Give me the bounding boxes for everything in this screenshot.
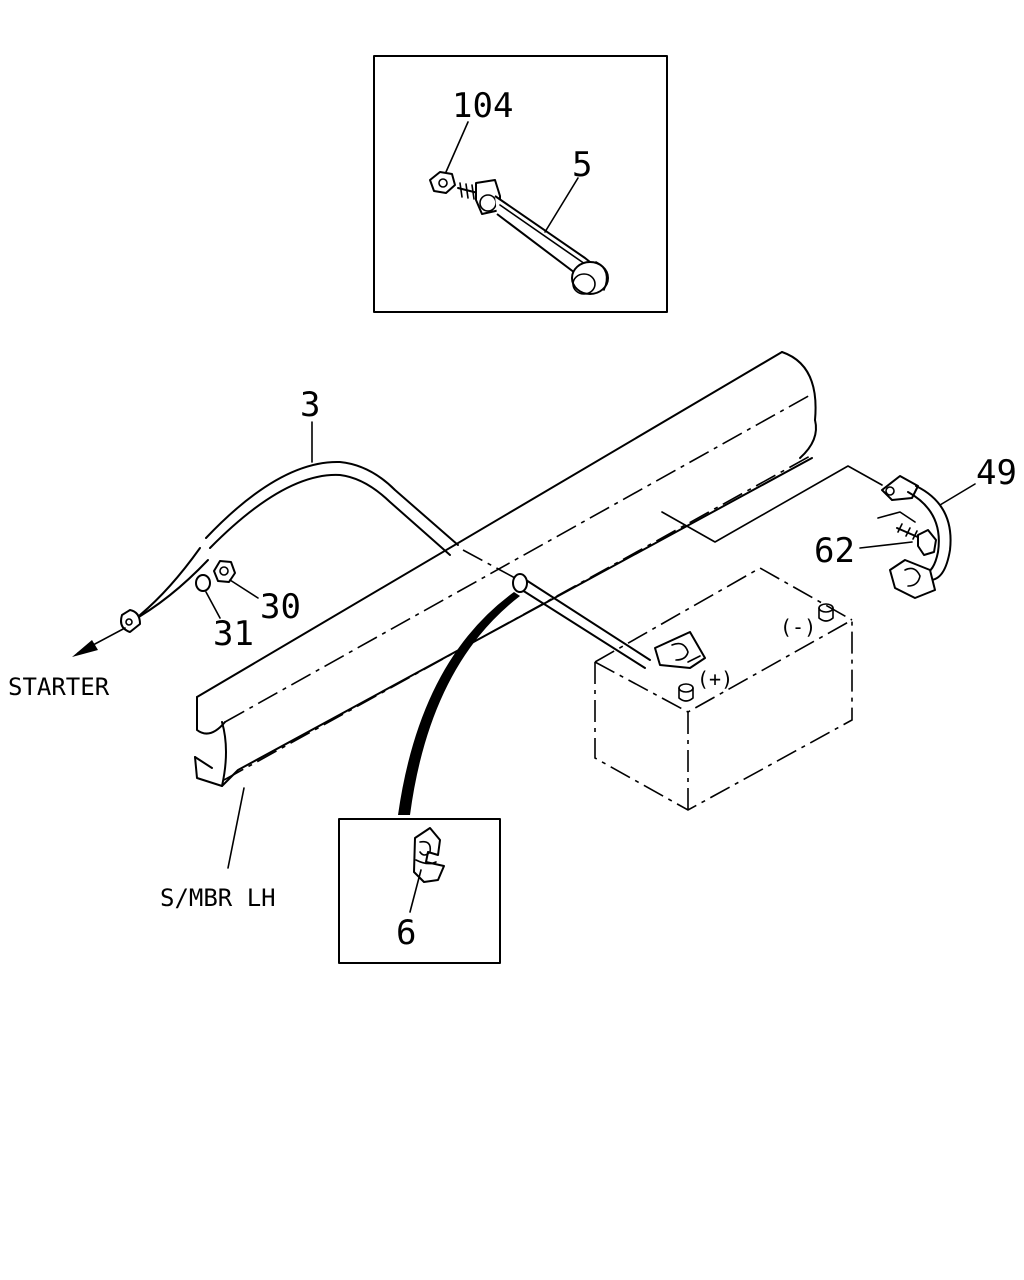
side-member-rail [194,351,817,787]
detail-box-clip: 6 [338,818,501,964]
callout-104: 104 [452,86,513,126]
label-starter: STARTER [8,673,110,701]
callout-62: 62 [814,531,855,571]
positive-terminal: (+) [678,667,733,702]
callout-6: 6 [396,913,416,953]
callout-5: 5 [572,145,592,185]
washer-31: 31 [195,574,254,654]
label-side-member: S/MBR LH [160,884,276,912]
ground-cable-49: 49 [661,453,1017,599]
negative-terminal: (-) [780,603,834,639]
label-positive: (+) [697,667,733,691]
nut-30: 30 [213,560,301,627]
detail-box-bracket: 104 5 [373,55,668,313]
callout-30: 30 [260,587,301,627]
detail-pointer [398,592,520,815]
callout-49: 49 [976,453,1017,493]
callout-3: 3 [300,385,320,425]
battery: (-) (+) [594,567,853,811]
starter-arrow: STARTER [8,627,126,701]
bracket-5 [457,179,609,295]
positive-clamp [654,631,706,669]
clip-6 [413,827,445,883]
nut-104 [429,171,456,194]
bolt-62: 62 [814,523,937,571]
callout-31: 31 [213,614,254,654]
label-negative: (-) [780,615,816,639]
cable-3 [120,460,651,669]
